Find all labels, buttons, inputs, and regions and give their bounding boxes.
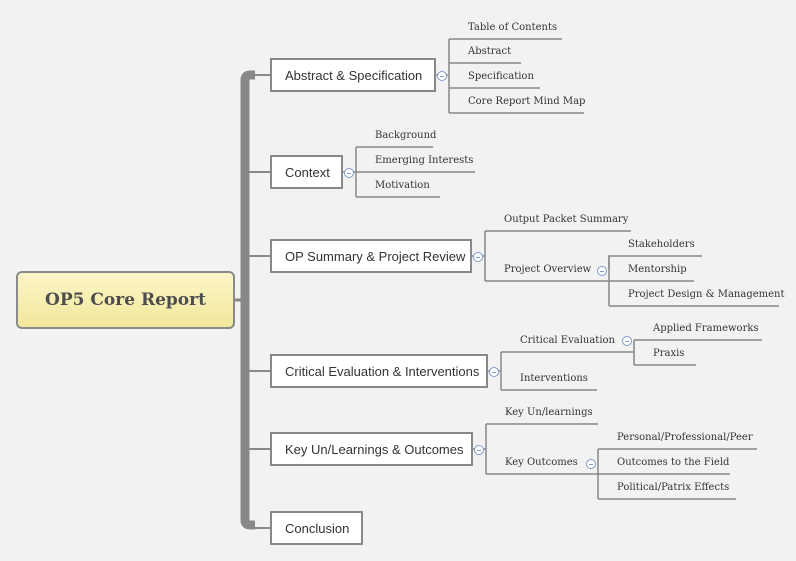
central-topic[interactable]: OP5 Core Report xyxy=(16,271,235,329)
leaf-mentorship[interactable]: Mentorship xyxy=(628,264,687,275)
leaf-stakeholders[interactable]: Stakeholders xyxy=(628,239,695,250)
leaf-interventions[interactable]: Interventions xyxy=(520,373,588,384)
leaf-applied-frameworks[interactable]: Applied Frameworks xyxy=(653,323,759,334)
branch-conclusion[interactable]: Conclusion xyxy=(270,511,363,545)
leaf-output-packet-summary[interactable]: Output Packet Summary xyxy=(504,214,629,225)
leaf-core-report-mind-map[interactable]: Core Report Mind Map xyxy=(468,96,586,107)
leaf-table-of-contents[interactable]: Table of Contents xyxy=(468,22,558,33)
leaf-critical-evaluation[interactable]: Critical Evaluation xyxy=(520,335,615,346)
leaf-abstract[interactable]: Abstract xyxy=(468,46,512,57)
collapse-toggle-icon[interactable] xyxy=(437,71,447,81)
collapse-toggle-icon[interactable] xyxy=(344,168,354,178)
leaf-emerging-interests[interactable]: Emerging Interests xyxy=(375,155,474,166)
collapse-toggle-icon[interactable] xyxy=(597,266,607,276)
collapse-toggle-icon[interactable] xyxy=(622,336,632,346)
branch-context[interactable]: Context xyxy=(270,155,343,189)
branch-key-unlearnings[interactable]: Key Un/Learnings & Outcomes xyxy=(270,432,473,466)
leaf-key-outcomes[interactable]: Key Outcomes xyxy=(505,457,578,468)
branch-abstract-specification[interactable]: Abstract & Specification xyxy=(270,58,436,92)
leaf-background[interactable]: Background xyxy=(375,130,437,141)
branch-critical-evaluation[interactable]: Critical Evaluation & Interventions xyxy=(270,354,488,388)
leaf-project-overview[interactable]: Project Overview xyxy=(504,264,592,275)
leaf-outcomes-to-the-field[interactable]: Outcomes to the Field xyxy=(617,457,730,468)
leaf-praxis[interactable]: Praxis xyxy=(653,348,685,359)
branch-op-summary[interactable]: OP Summary & Project Review xyxy=(270,239,472,273)
leaf-key-unlearnings[interactable]: Key Un/learnings xyxy=(505,407,593,418)
leaf-motivation[interactable]: Motivation xyxy=(375,180,430,191)
collapse-toggle-icon[interactable] xyxy=(489,367,499,377)
leaf-specification[interactable]: Specification xyxy=(468,71,534,82)
leaf-personal-professional-peer[interactable]: Personal/Professional/Peer xyxy=(617,432,753,443)
collapse-toggle-icon[interactable] xyxy=(473,252,483,262)
collapse-toggle-icon[interactable] xyxy=(586,459,596,469)
collapse-toggle-icon[interactable] xyxy=(474,445,484,455)
leaf-political-patrix-effects[interactable]: Political/Patrix Effects xyxy=(617,482,730,493)
leaf-project-design-management[interactable]: Project Design & Management xyxy=(628,289,785,300)
